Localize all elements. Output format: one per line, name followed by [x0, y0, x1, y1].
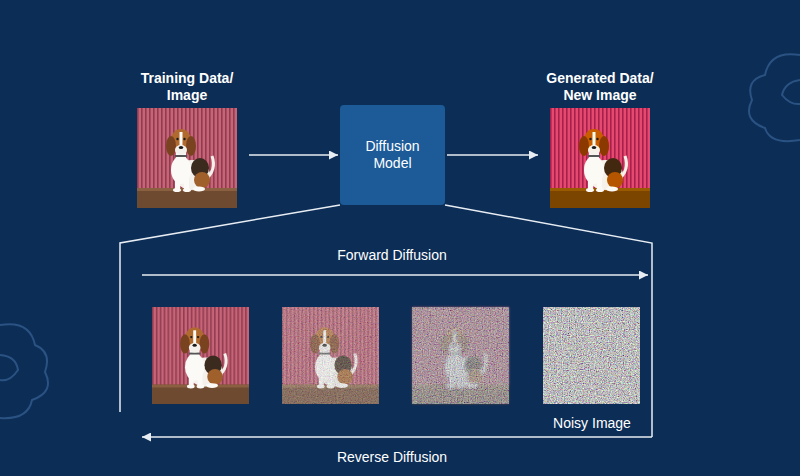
- generated-image: [550, 108, 650, 208]
- step-image: [412, 307, 509, 404]
- step-dog: [282, 307, 379, 404]
- generated-dog: [550, 108, 650, 208]
- noise-layer: [282, 307, 379, 404]
- training-image-node: Training Data/ Image: [127, 70, 247, 208]
- brain-fold: [0, 355, 18, 380]
- stage-label: Reverse Diffusion: [292, 449, 492, 466]
- brain-outline: [749, 54, 800, 141]
- stage-label: Forward Diffusion: [292, 247, 492, 264]
- noisy-image-node: Noisy Image: [537, 307, 647, 432]
- step-dog: [412, 307, 509, 404]
- flow-arrow: [447, 154, 538, 156]
- image-caption: Noisy Image: [553, 415, 631, 432]
- box-text: Diffusion Model: [350, 138, 435, 172]
- step-image: [152, 307, 249, 404]
- forward-arrow: [142, 274, 648, 276]
- noise-layer: [412, 307, 509, 404]
- noise-image: [543, 307, 640, 404]
- flow-arrow: [249, 154, 338, 156]
- image-heading: Training Data/ Image: [127, 70, 247, 104]
- training-image: [137, 108, 237, 208]
- step-image: [282, 307, 379, 404]
- image-heading: Generated Data/ New Image: [540, 70, 660, 104]
- generated-image-node: Generated Data/ New Image: [540, 70, 660, 208]
- brain-outline: [0, 324, 48, 418]
- reverse-arrow: [142, 436, 652, 438]
- process-box: Diffusion Model: [340, 105, 445, 205]
- brain-decoration: [0, 54, 800, 418]
- brain-fold: [782, 80, 800, 104]
